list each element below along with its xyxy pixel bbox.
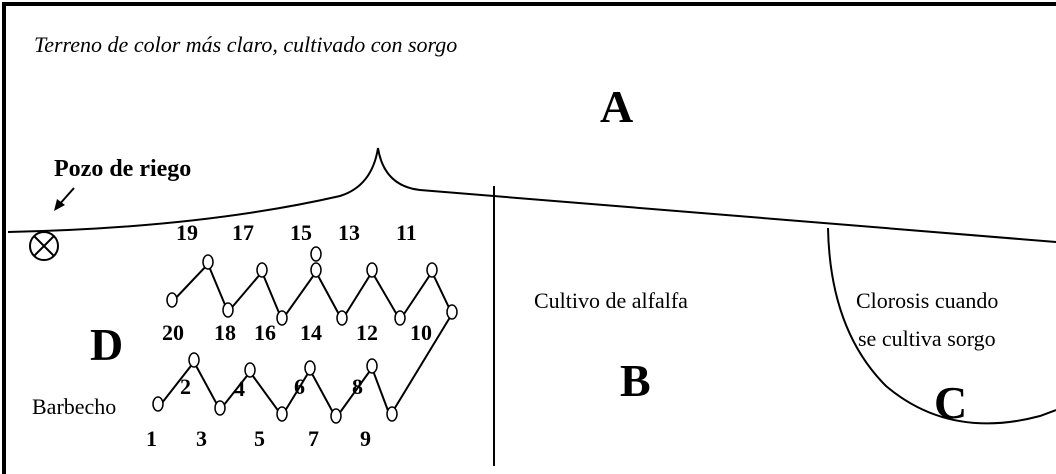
sample-point [310, 262, 322, 278]
sample-number: 20 [162, 320, 184, 345]
region-d-label: D [90, 319, 123, 370]
sampling-path [157, 262, 454, 420]
sample-number: 10 [410, 320, 432, 345]
sample-point [330, 408, 342, 424]
sample-point [152, 396, 164, 412]
sample-point [366, 358, 378, 374]
region-a-label: A [600, 81, 633, 132]
sample-point [214, 400, 226, 416]
sample-point [188, 352, 200, 368]
sample-number: 2 [180, 374, 191, 399]
sample-point [166, 292, 178, 308]
sample-point [446, 304, 458, 320]
alfalfa-label: Cultivo de alfalfa [534, 288, 688, 313]
sample-point [386, 406, 398, 422]
sample-point [394, 310, 406, 326]
sample-point [244, 362, 256, 378]
sample-number: 12 [356, 320, 378, 345]
sample-number: 16 [254, 320, 276, 345]
sample-point [426, 262, 438, 278]
sample-number: 14 [300, 320, 322, 345]
sample-point [304, 360, 316, 376]
sample-number: 18 [214, 320, 236, 345]
arrow-icon [54, 187, 75, 211]
region-c-label: C [934, 377, 967, 428]
sample-number: 5 [254, 426, 265, 451]
sample-point [202, 254, 214, 270]
sample-point [366, 262, 378, 278]
region-b-label: B [620, 355, 651, 406]
sample-number: 13 [338, 220, 360, 245]
sample-number: 7 [308, 426, 319, 451]
sample-number: 6 [294, 374, 305, 399]
sample-number: 17 [232, 220, 254, 245]
sample-point [256, 262, 268, 278]
sample-number: 8 [352, 374, 363, 399]
sampling-points [152, 246, 458, 424]
pozo-label: Pozo de riego [54, 156, 191, 182]
region-c-boundary [827, 227, 1056, 425]
sample-number-labels: 1 2 3 4 5 6 7 8 9 10 11 12 13 14 15 16 1… [146, 220, 432, 451]
sample-point [336, 310, 348, 326]
sample-number: 19 [176, 220, 198, 245]
sample-point [310, 246, 322, 262]
sample-point [276, 310, 288, 326]
barbecho-label: Barbecho [32, 394, 116, 419]
clorosis-line-1: Clorosis cuando [856, 288, 998, 313]
caption-text: Terreno de color más claro, cultivado co… [34, 32, 457, 57]
sample-point [276, 406, 288, 422]
clorosis-line-2: se cultiva sorgo [858, 326, 996, 351]
sample-number: 3 [196, 426, 207, 451]
sample-number: 15 [290, 220, 312, 245]
region-a-boundary [7, 147, 1056, 243]
sample-point [222, 302, 234, 318]
well-icon [29, 231, 59, 261]
sample-number: 4 [234, 376, 245, 401]
sample-number: 9 [360, 426, 371, 451]
sample-number: 11 [396, 220, 417, 245]
sample-number: 1 [146, 426, 157, 451]
